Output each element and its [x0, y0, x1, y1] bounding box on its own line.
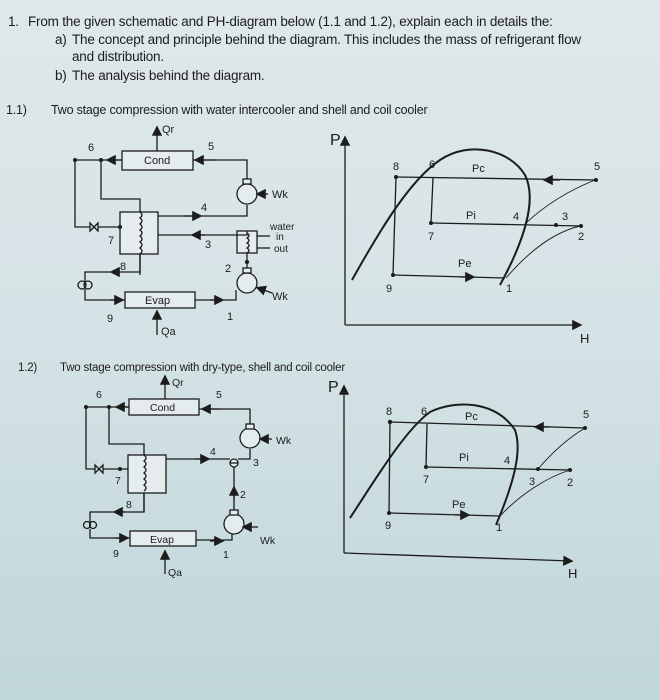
pi-label: Pi	[466, 210, 476, 222]
pt-4-b: 4	[210, 446, 216, 458]
ph-pt-8: 8	[393, 161, 399, 173]
question-intro: From the given schematic and PH-diagram …	[28, 14, 553, 29]
qr-label: Qr	[162, 124, 175, 136]
pc-label-2: Pc	[465, 411, 478, 423]
pc-label: Pc	[472, 163, 485, 175]
evap-label: Evap	[145, 295, 170, 307]
evap-label-2: Evap	[150, 534, 174, 546]
pt-7: 7	[108, 235, 114, 247]
p-axis-label: P	[330, 132, 341, 149]
pt-3-b: 3	[253, 457, 259, 469]
ph-pt-2: 2	[578, 231, 584, 243]
ph2-pt-6: 6	[421, 406, 427, 418]
ph2-pt-3: 3	[529, 476, 535, 488]
ph2-pt-9: 9	[385, 520, 391, 532]
section-1-2-title: Two stage compression with dry-type, she…	[60, 362, 345, 374]
pt-6: 6	[88, 142, 94, 154]
pt-1-b: 1	[223, 549, 229, 561]
item-b-text: The analysis behind the diagram.	[72, 68, 265, 83]
qa-label: Qa	[161, 326, 177, 338]
ph-pt-7: 7	[428, 231, 434, 243]
wk-low-label: Wk	[272, 291, 288, 303]
ph-pt-9: 9	[386, 283, 392, 295]
pt-4: 4	[201, 202, 207, 214]
pt-9: 9	[107, 313, 113, 325]
ph2-pt-1: 1	[496, 522, 502, 534]
section-1-2-number: 1.2)	[18, 362, 38, 374]
question-number: 1.	[8, 14, 19, 29]
pe-label-2: Pe	[452, 499, 465, 511]
ph2-pt-5: 5	[583, 409, 589, 421]
item-a-marker: a)	[55, 32, 67, 47]
pe-label: Pe	[458, 258, 471, 270]
ph2-pt-7: 7	[423, 474, 429, 486]
qa-label-2: Qa	[168, 567, 182, 579]
section-1-1-title: Two stage compression with water interco…	[51, 103, 428, 117]
pt-8: 8	[120, 261, 126, 273]
item-a-text-cont: and distribution.	[72, 49, 164, 64]
cond-label-2: Cond	[150, 402, 175, 414]
p-axis-label-2: P	[328, 379, 339, 396]
ph2-pt-2: 2	[567, 477, 573, 489]
pt-5: 5	[208, 141, 214, 153]
pt-6-b: 6	[96, 389, 102, 401]
section-1-1-number: 1.1)	[6, 103, 27, 117]
ph-pt-6: 6	[429, 159, 435, 171]
pt-9-b: 9	[113, 548, 119, 560]
ph-pt-4: 4	[513, 211, 519, 223]
ph-pt-5: 5	[594, 161, 600, 173]
pt-7-b: 7	[115, 475, 121, 487]
pi-label-2: Pi	[459, 452, 469, 464]
pt-8-b: 8	[126, 499, 132, 511]
wk-high-label: Wk	[272, 189, 288, 201]
pt-2-b: 2	[240, 489, 246, 501]
ph2-pt-4: 4	[504, 455, 510, 467]
water-out-label: out	[274, 244, 288, 255]
water-label: water	[269, 222, 295, 233]
h-axis-label: H	[580, 331, 589, 346]
wk-low-label-2: Wk	[260, 535, 276, 547]
item-b-marker: b)	[55, 68, 67, 83]
pt-2: 2	[225, 263, 231, 275]
ph-pt-1: 1	[506, 283, 512, 295]
cond-label: Cond	[144, 155, 170, 167]
pt-3: 3	[205, 239, 211, 251]
water-in-label: in	[276, 232, 284, 243]
ph-pt-3: 3	[562, 211, 568, 223]
pt-1: 1	[227, 311, 233, 323]
ph2-pt-8: 8	[386, 406, 392, 418]
wk-high-label-2: Wk	[276, 435, 292, 447]
pt-5-b: 5	[216, 389, 222, 401]
h-axis-label-2: H	[568, 566, 577, 581]
qr-label-2: Qr	[172, 377, 184, 389]
item-a-text: The concept and principle behind the dia…	[72, 32, 581, 47]
